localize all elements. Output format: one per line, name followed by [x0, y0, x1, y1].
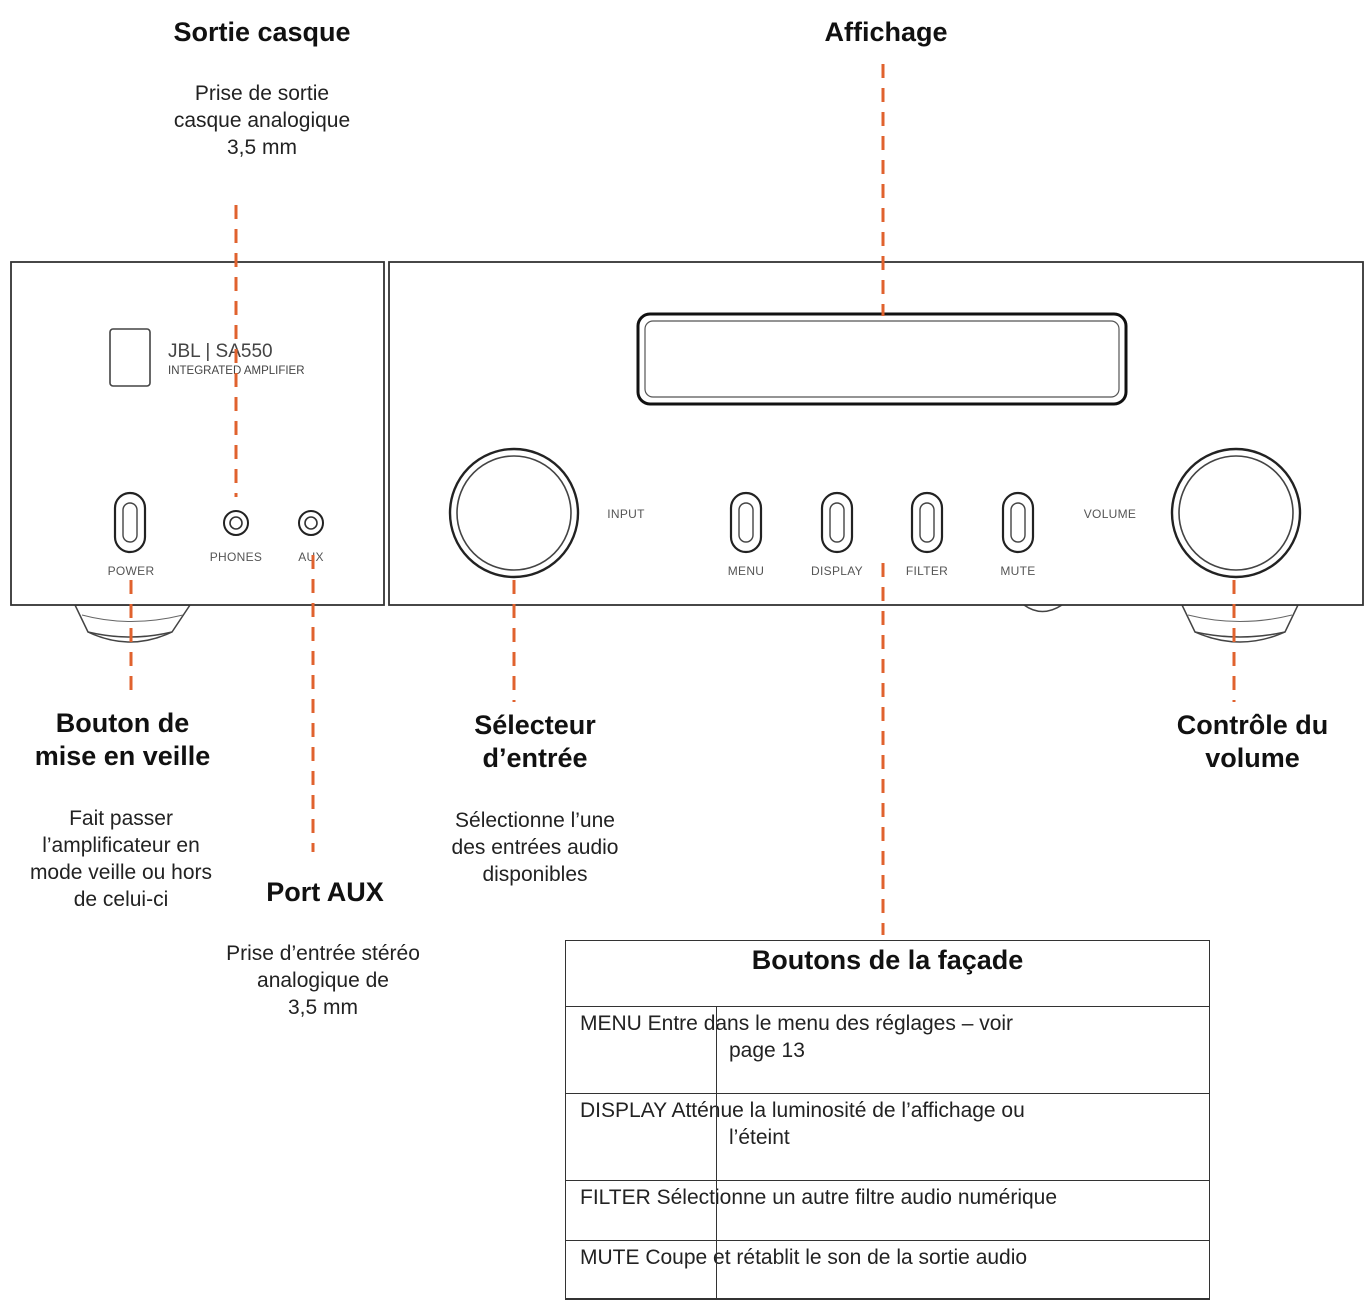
standby-callout-desc: Fait passer l’amplificateur en mode veil…: [29, 807, 213, 911]
aux-jack[interactable]: [298, 510, 324, 536]
phones-label: PHONES: [210, 550, 262, 564]
input-knob[interactable]: [448, 447, 580, 579]
menu-button[interactable]: [729, 491, 763, 554]
headphone-callout-title: Sortie casque: [173, 17, 351, 47]
center-foot: [1023, 604, 1063, 613]
input-callout-desc: Sélectionne l’une des entrées audio disp…: [451, 809, 619, 886]
volume-knob[interactable]: [1170, 447, 1302, 579]
legend-row-display: DISPLAY Atténue la luminosité de l’affic…: [566, 1094, 1209, 1181]
input-label: INPUT: [607, 507, 645, 521]
display-button[interactable]: [820, 491, 854, 554]
power-label: POWER: [108, 564, 155, 578]
brand-subtitle: INTEGRATED AMPLIFIER: [168, 365, 305, 377]
legend-title: Boutons de la façade: [566, 941, 1209, 1007]
mute-button[interactable]: [1001, 491, 1035, 554]
legend-row-menu: MENU Entre dans le menu des réglages – v…: [566, 1007, 1209, 1094]
aux-label: AUX: [298, 550, 324, 564]
brand-name: JBL | SA550: [168, 341, 273, 362]
legend-row-mute: MUTE Coupe et rétablit le son de la sort…: [566, 1241, 1209, 1299]
input-callout-title: Sélecteur d’entrée: [474, 710, 596, 773]
menu-label: MENU: [728, 564, 765, 578]
standby-callout-title: Bouton de mise en veille: [34, 708, 211, 771]
front-buttons-legend: Boutons de la façade MENU Entre dans le …: [565, 940, 1210, 1300]
display-window: [636, 312, 1128, 406]
display-label: DISPLAY: [811, 564, 863, 578]
volume-callout-title: Contrôle du volume: [1176, 710, 1329, 773]
aux-callout-title: Port AUX: [266, 877, 384, 907]
legend-column-divider: [716, 1007, 717, 1299]
volume-label: VOLUME: [1084, 507, 1136, 521]
legend-row-filter: FILTER Sélectionne un autre filtre audio…: [566, 1181, 1209, 1241]
left-panel: [10, 261, 385, 606]
filter-label: FILTER: [906, 564, 948, 578]
headphone-callout-desc: Prise de sortie casque analogique 3,5 mm: [173, 82, 351, 159]
phones-jack[interactable]: [223, 510, 249, 536]
display-callout-title: Affichage: [824, 17, 948, 47]
brand-logo-box: [109, 328, 151, 387]
mute-label: MUTE: [1000, 564, 1035, 578]
aux-callout-desc: Prise d’entrée stéréo analogique de 3,5 …: [226, 942, 420, 1019]
power-button[interactable]: [113, 491, 147, 554]
right-foot: [1180, 604, 1300, 643]
filter-button[interactable]: [910, 491, 944, 554]
